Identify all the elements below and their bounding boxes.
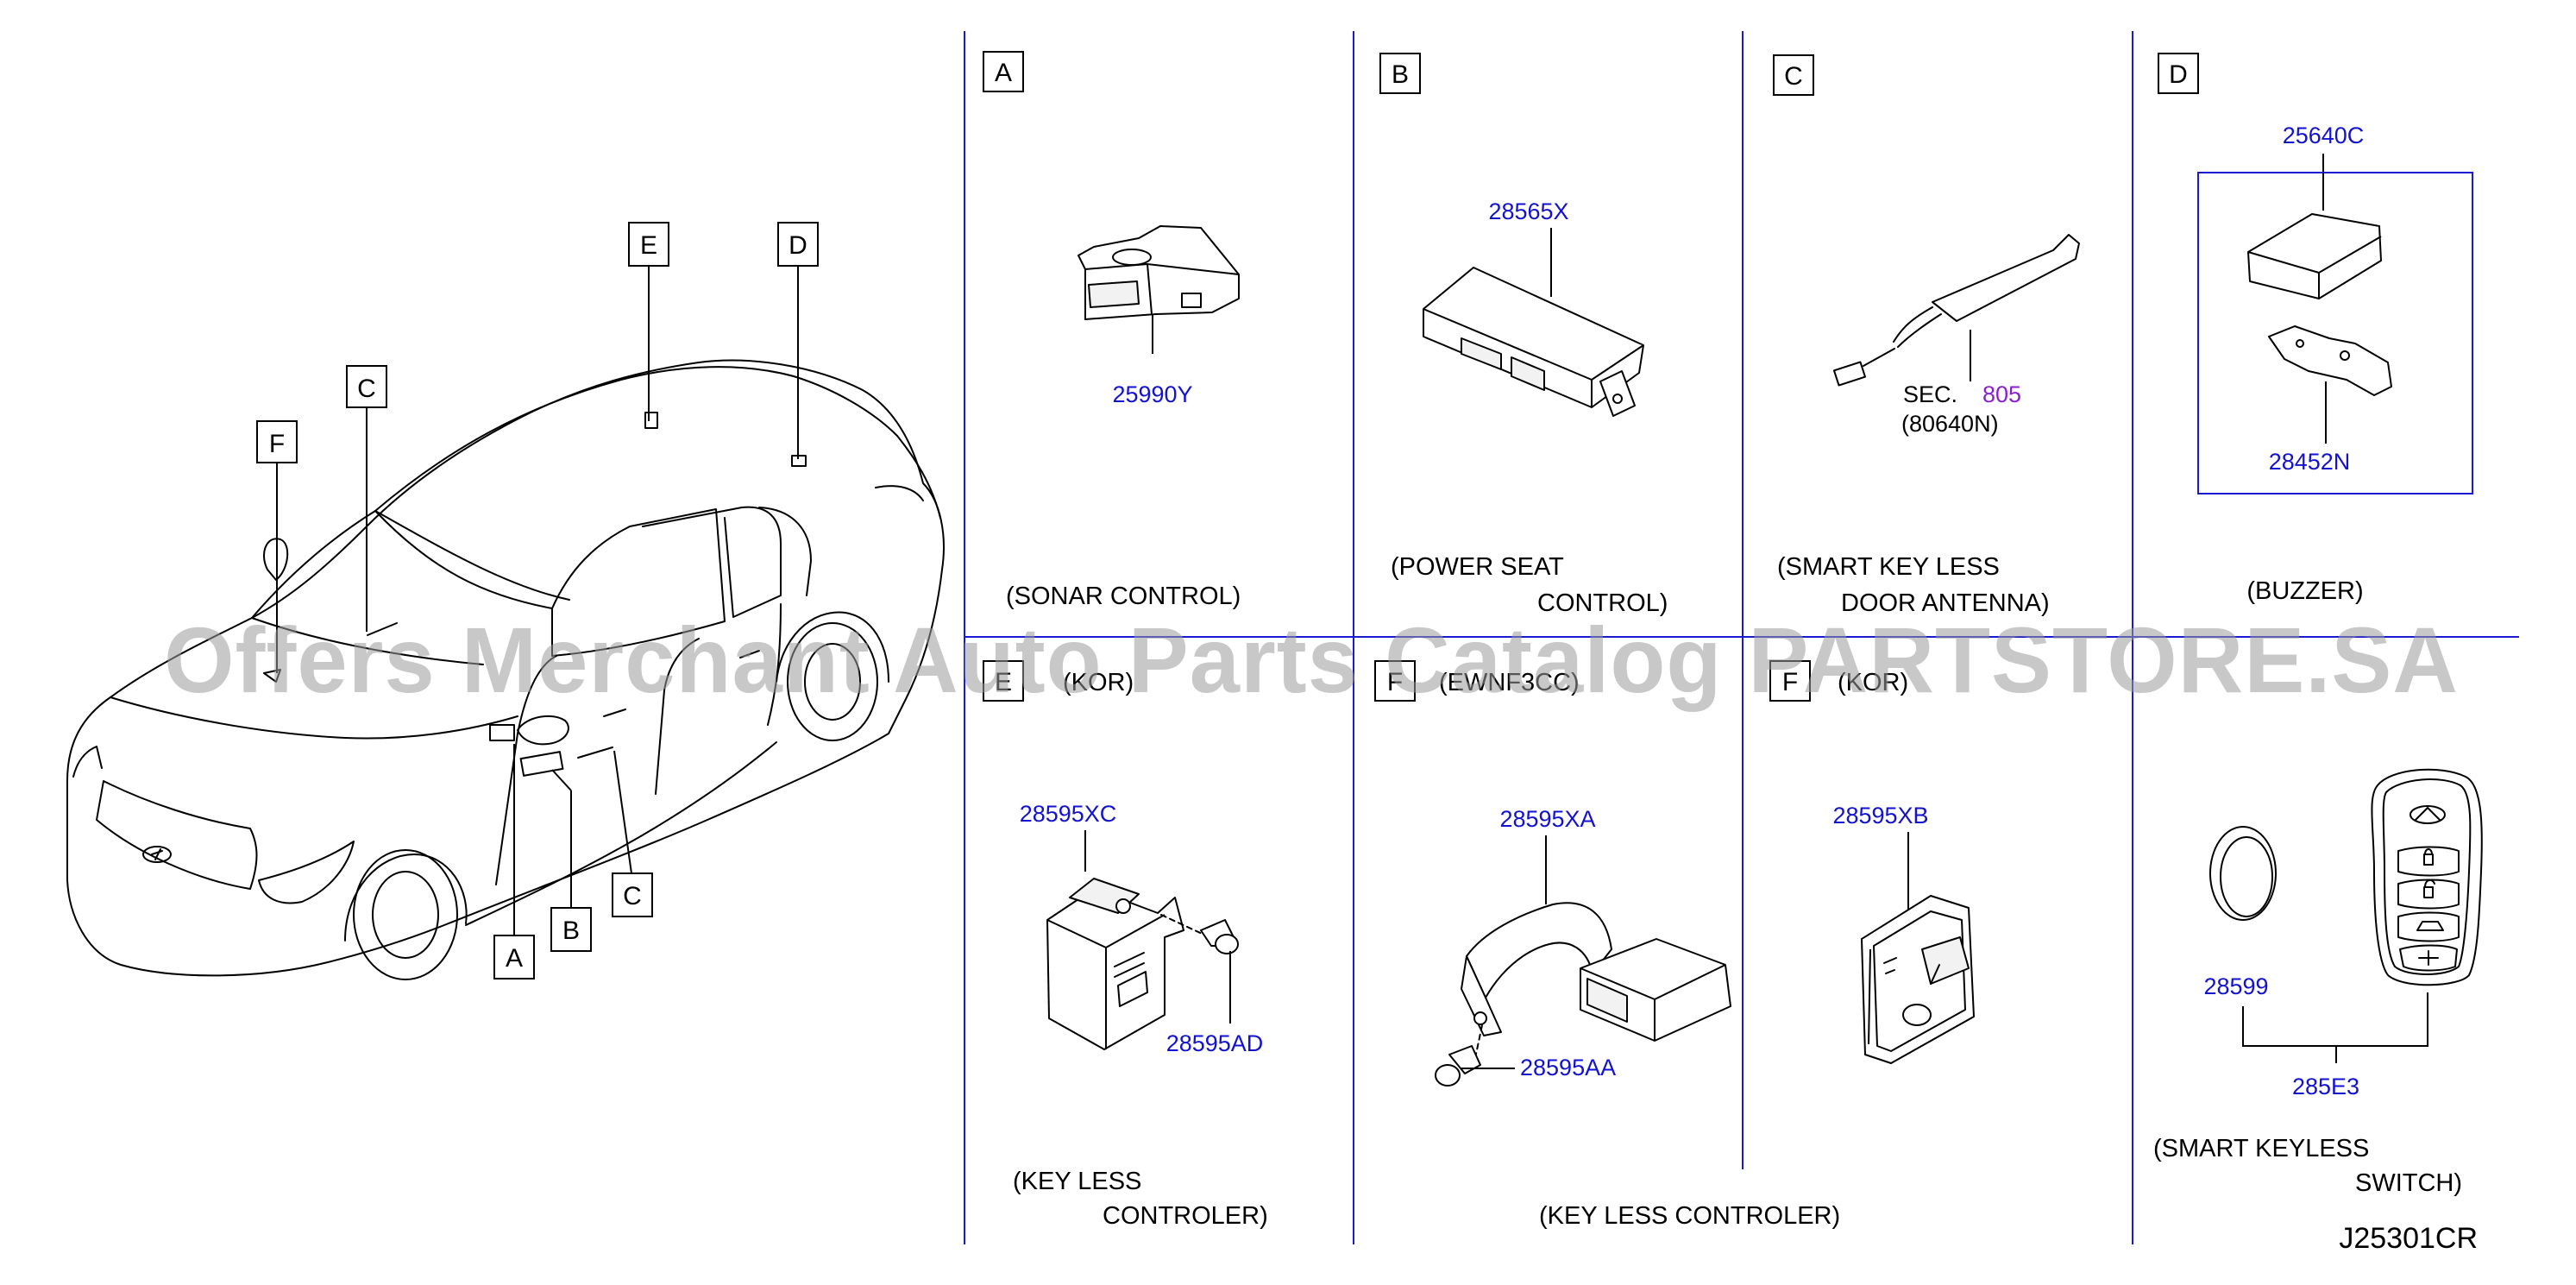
callout-c-top-label: C bbox=[357, 375, 376, 403]
caption-shared-controler: (KEY LESS CONTROLER) bbox=[1539, 1202, 1840, 1230]
part-25640c[interactable]: 25640C bbox=[2283, 123, 2365, 148]
section-b: 28565X (POWER SEAT CONTROL) bbox=[1391, 198, 1668, 617]
part-28595ad[interactable]: 28595AD bbox=[1166, 1030, 1264, 1056]
unlock-icon bbox=[2423, 886, 2434, 898]
callout-c-bottom[interactable] bbox=[612, 872, 653, 917]
callout-e-label: E bbox=[640, 231, 657, 260]
lock-icon bbox=[2423, 854, 2434, 866]
caption-key-less: (KEY LESS bbox=[1013, 1168, 1141, 1195]
callout-a-label: A bbox=[506, 944, 523, 973]
caption-buzzer: (BUZZER) bbox=[2246, 577, 2363, 605]
section-d-header: D bbox=[2169, 60, 2188, 89]
section-e-header: E bbox=[995, 668, 1012, 696]
section-headers: A B C D bbox=[983, 51, 2199, 96]
part-28595xc[interactable]: 28595XC bbox=[1020, 801, 1117, 827]
part-28565x[interactable]: 28565X bbox=[1488, 198, 1568, 224]
section-c-header: C bbox=[1784, 62, 1803, 91]
part-28595aa[interactable]: 28595AA bbox=[1520, 1055, 1616, 1080]
caption-smart-keyless-2: SWITCH) bbox=[2355, 1169, 2462, 1197]
part-285e3[interactable]: 285E3 bbox=[2292, 1074, 2359, 1099]
callout-f[interactable] bbox=[256, 420, 298, 463]
section-f-note: (EWNF3CC) bbox=[1439, 669, 1580, 696]
section-f2-header: F bbox=[1782, 668, 1798, 696]
callout-b-label: B bbox=[562, 917, 580, 945]
grid-lines bbox=[964, 31, 2519, 1244]
section-smart-key: 28599 285E3 (SMART KEYLESS SWITCH) bbox=[2153, 768, 2483, 1197]
part-sec: SEC. bbox=[1903, 381, 1957, 407]
section-b-header: B bbox=[1392, 60, 1409, 89]
part-sec-805[interactable]: 805 bbox=[1982, 381, 2021, 407]
callout-c-bottom-label: C bbox=[623, 882, 642, 910]
infiniti-logo-icon bbox=[2410, 805, 2446, 824]
callout-c-top[interactable] bbox=[346, 365, 387, 408]
buzzer-frame bbox=[2197, 172, 2473, 494]
diagram-code: J25301CR bbox=[2339, 1222, 2478, 1255]
caption-power-seat-2: CONTROL) bbox=[1537, 589, 1668, 617]
section-e-note: (KOR) bbox=[1063, 669, 1134, 696]
panic-icon bbox=[2418, 950, 2439, 966]
watermark: Offers Merchant Auto Parts Catalog PARTS… bbox=[164, 608, 2459, 712]
trunk-icon bbox=[2416, 921, 2444, 931]
section-d: 25640C 28452N (BUZZER) bbox=[2197, 123, 2473, 605]
callout-a[interactable] bbox=[493, 935, 535, 979]
callout-e[interactable] bbox=[628, 222, 669, 267]
caption-antenna: (SMART KEY LESS bbox=[1777, 553, 2000, 581]
section-e: 28595XC 28595AD (KEY LESS CONTROLER) bbox=[1013, 801, 1268, 1230]
caption-smart-keyless: (SMART KEYLESS bbox=[2153, 1135, 2369, 1162]
caption-key-less-2: CONTROLER) bbox=[1103, 1202, 1268, 1230]
section-a: 25990Y (SONAR CONTROL) bbox=[1006, 225, 1241, 610]
car-illustration bbox=[66, 359, 945, 980]
section-c: SEC. 805 (80640N) (SMART KEY LESS DOOR A… bbox=[1777, 234, 2080, 617]
section-f: 28595XA 28595AA bbox=[1435, 806, 1731, 1087]
car-callouts: E D C F A B C bbox=[256, 222, 819, 979]
part-25990y[interactable]: 25990Y bbox=[1112, 381, 1192, 407]
section-headers-row2: E (KOR) F (EWNF3CC) F (KOR) bbox=[983, 660, 1908, 702]
section-f2-note: (KOR) bbox=[1838, 669, 1908, 696]
caption-power-seat: (POWER SEAT bbox=[1391, 553, 1564, 581]
caption-sonar-control: (SONAR CONTROL) bbox=[1006, 583, 1241, 610]
part-28595xa[interactable]: 28595XA bbox=[1499, 806, 1595, 832]
trunk-button[interactable] bbox=[2397, 911, 2460, 942]
caption-antenna-2: DOOR ANTENNA) bbox=[1841, 589, 2050, 617]
part-28599[interactable]: 28599 bbox=[2203, 973, 2268, 999]
callout-b[interactable] bbox=[550, 907, 592, 952]
part-28452n[interactable]: 28452N bbox=[2269, 449, 2351, 475]
section-f-header: F bbox=[1387, 668, 1403, 696]
callout-d-label: D bbox=[789, 231, 807, 260]
section-a-header: A bbox=[995, 59, 1012, 87]
callout-d[interactable] bbox=[777, 222, 819, 267]
section-f2: 28595XB bbox=[1832, 803, 1975, 1064]
part-28595xb[interactable]: 28595XB bbox=[1832, 803, 1928, 828]
callout-f-label: F bbox=[269, 430, 285, 458]
part-80640n[interactable]: (80640N) bbox=[1901, 411, 1999, 437]
